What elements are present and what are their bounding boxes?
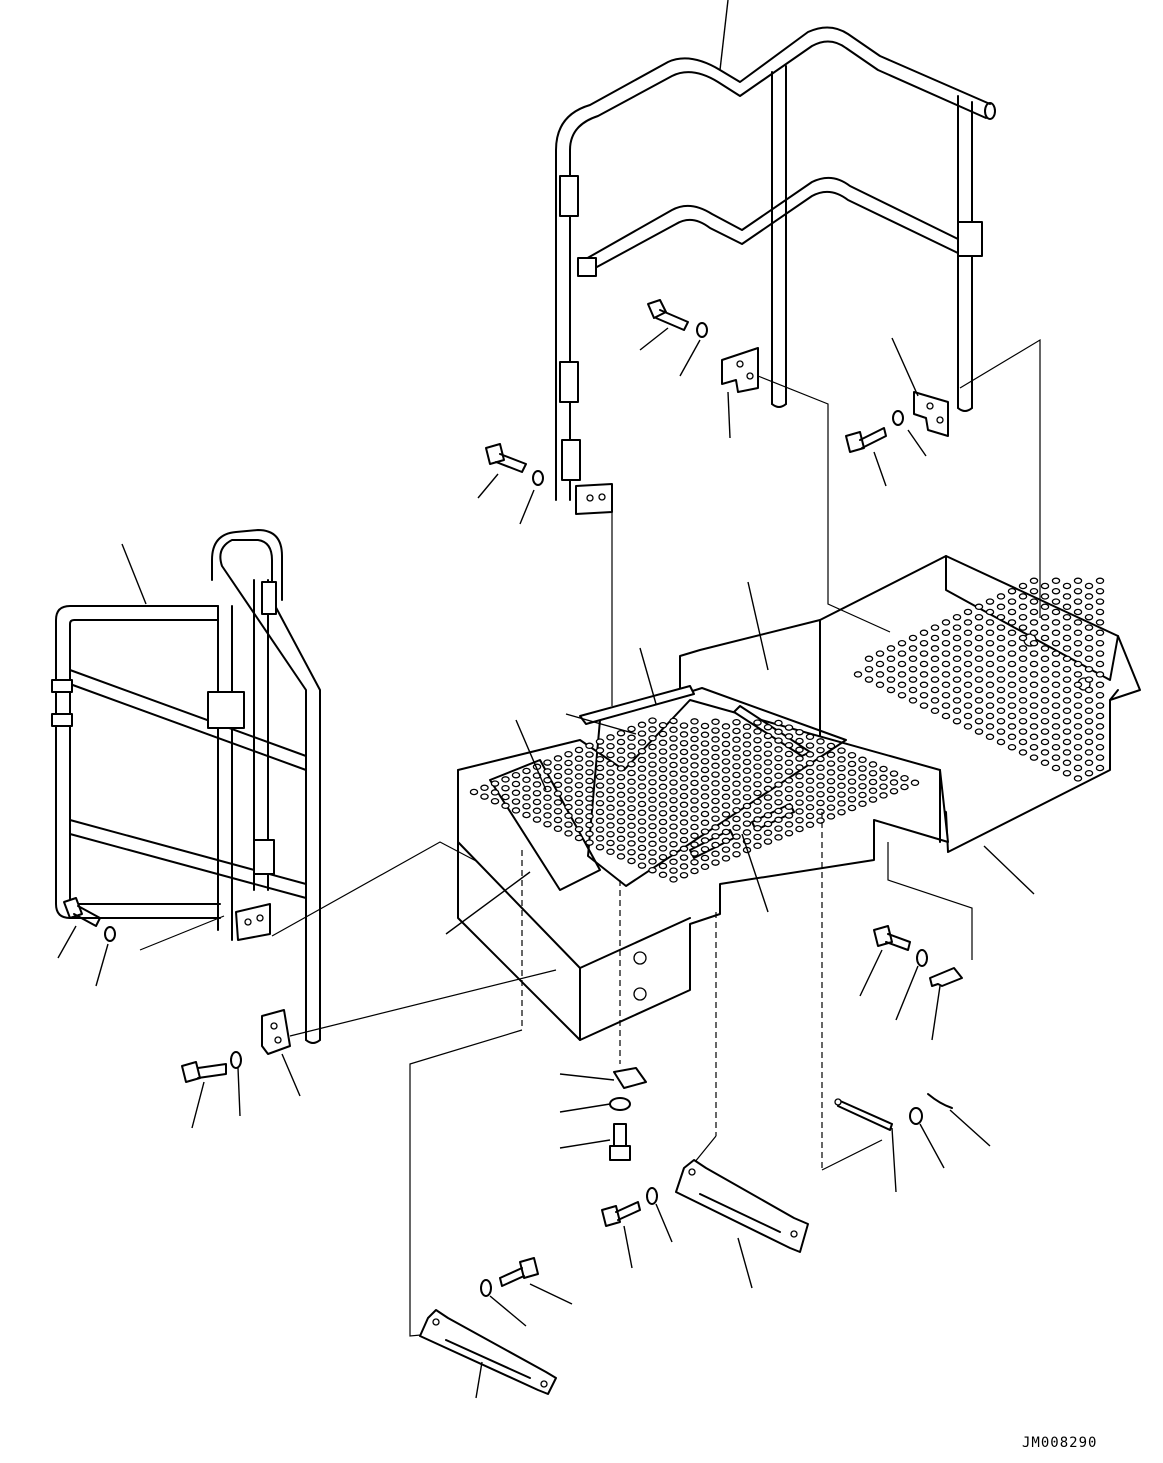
clip-center [613,1067,647,1089]
bracket-left-lower [261,1009,291,1055]
clip-right [929,967,963,987]
washer-rod [909,1107,923,1125]
bolt-center [609,1123,631,1161]
bolt-left-1 [63,897,101,927]
upper-handrail [555,26,996,515]
bolt-upper-2 [485,443,527,473]
bolt-left-2 [181,1061,227,1083]
rod-right [834,1098,893,1131]
left-handrail [51,529,321,1044]
handrail-bracket-left [721,347,759,393]
handrail-bracket-right [913,391,949,437]
washer-center [609,1097,631,1111]
bolt-upper-1 [647,299,689,331]
floor-platform [457,555,1141,1041]
bolt-lower-2 [601,1201,641,1227]
bolt-upper-3 [845,427,887,453]
washer-lower-2 [646,1187,658,1205]
washer-left-1 [104,926,116,942]
washer-left-2 [230,1051,242,1069]
washer-upper-3 [892,410,904,426]
pin-right [927,1093,953,1109]
bolt-right-lower [873,925,911,951]
drawing-id: JM008290 [1022,1435,1097,1451]
step-bracket-left [419,1309,557,1395]
washer-upper-2 [532,470,544,486]
washer-upper-1 [696,322,708,338]
leader-lines [57,0,1035,1399]
washer-lower-3 [480,1279,492,1297]
washer-right-lower [916,949,928,967]
step-bracket-right [675,1159,809,1253]
bolt-lower-3 [499,1257,539,1287]
perforation-pattern [469,577,1105,883]
